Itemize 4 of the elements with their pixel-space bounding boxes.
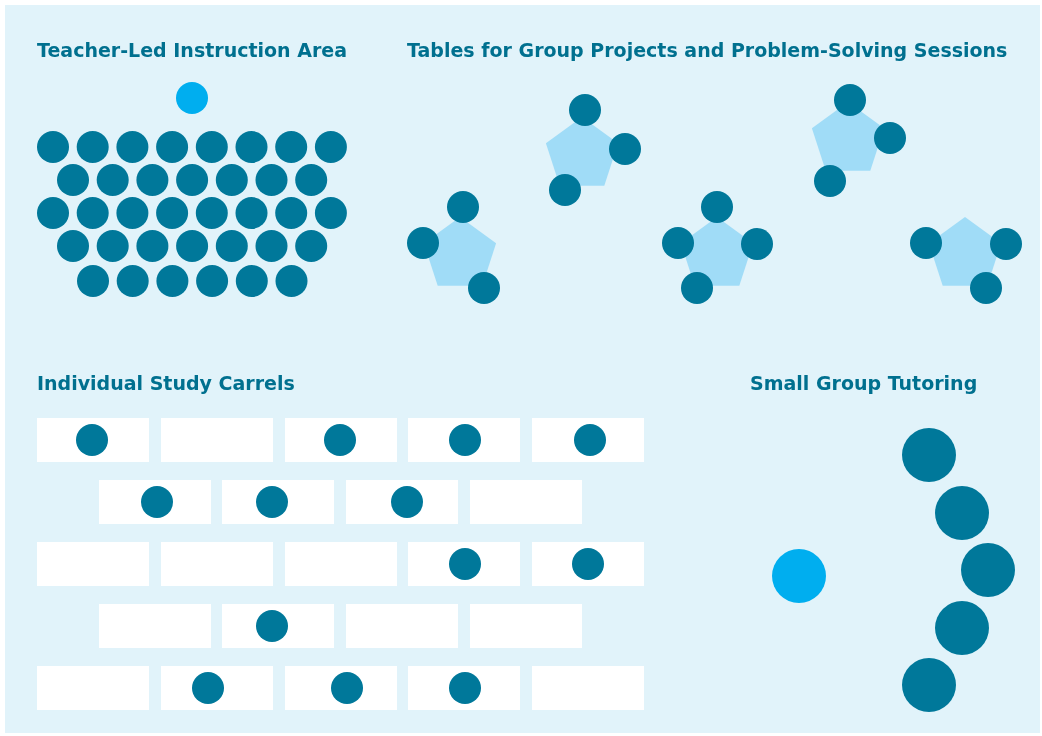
- area-heading: Individual Study Carrels: [37, 371, 295, 395]
- area-heading: Tables for Group Projects and Problem-Solving Sessions: [407, 38, 1008, 62]
- area-heading: Small Group Tutoring: [750, 371, 978, 395]
- area-heading: Teacher-Led Instruction Area: [37, 38, 347, 62]
